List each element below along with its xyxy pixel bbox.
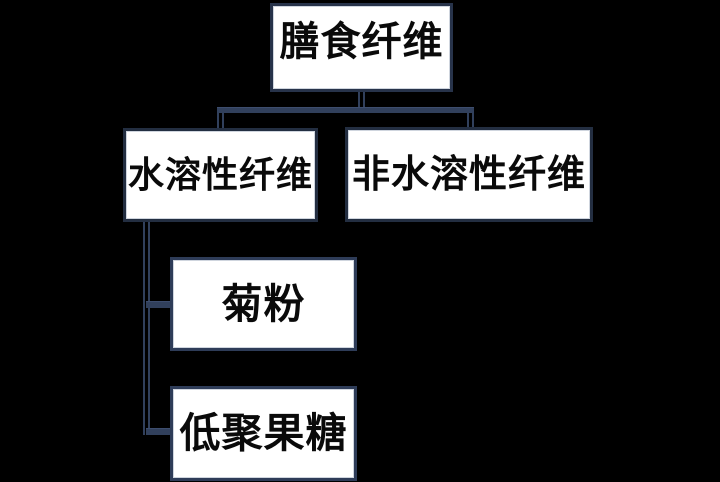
node-fructo-oligosaccharide: 低聚果糖 xyxy=(170,386,357,481)
connector-soluble-vertical xyxy=(143,221,150,435)
node-inulin: 菊粉 xyxy=(170,257,357,351)
connector-root-vertical xyxy=(358,92,365,107)
node-soluble-fiber-label: 水溶性纤维 xyxy=(127,154,313,195)
node-insoluble-fiber-label: 非水溶性纤维 xyxy=(351,153,586,196)
connector-fos-stub xyxy=(146,428,172,435)
node-dietary-fiber: 膳食纤维 xyxy=(270,3,453,92)
node-inulin-label: 菊粉 xyxy=(221,280,306,327)
node-soluble-fiber: 水溶性纤维 xyxy=(123,128,318,222)
connector-main-horizontal xyxy=(217,107,474,113)
connector-inulin-stub xyxy=(146,301,172,308)
node-dietary-fiber-label: 膳食纤维 xyxy=(279,19,444,64)
connector-right-drop xyxy=(467,112,474,128)
connector-left-drop xyxy=(217,112,224,129)
node-fructo-oligosaccharide-label: 低聚果糖 xyxy=(179,410,348,456)
node-insoluble-fiber: 非水溶性纤维 xyxy=(345,127,593,222)
